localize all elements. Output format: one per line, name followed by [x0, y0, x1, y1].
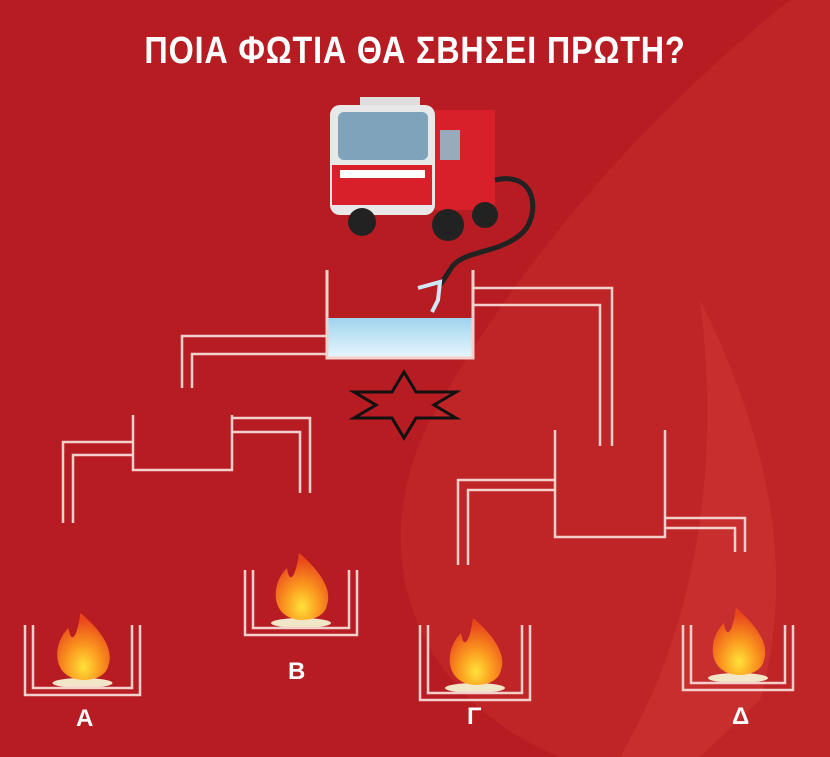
- pipes: [61, 286, 747, 565]
- water-spray: [417, 279, 443, 313]
- option-label-g: Γ: [467, 703, 482, 730]
- star-icon: [348, 369, 462, 441]
- option-label-b: B: [288, 658, 306, 685]
- fire-basket-a: [23, 613, 142, 697]
- fire-basket-d: [681, 608, 795, 692]
- flame-icon: [449, 618, 503, 685]
- fire-basket-g: [418, 618, 532, 702]
- hose: [437, 176, 536, 287]
- option-label-d: Δ: [732, 703, 750, 730]
- puzzle-question-title: ΠΟΙΑ ΦΩΤΙΑ ΘΑ ΣΒΗΣΕΙ ΠΡΩΤΗ?: [144, 30, 686, 72]
- flame-icon: [275, 553, 329, 620]
- water-tank: [325, 270, 475, 360]
- flame-icon: [57, 613, 110, 680]
- fire-basket-b: [243, 553, 359, 637]
- flame-icon: [712, 608, 766, 675]
- fire-truck-image: [330, 97, 498, 241]
- option-label-a: A: [76, 705, 94, 732]
